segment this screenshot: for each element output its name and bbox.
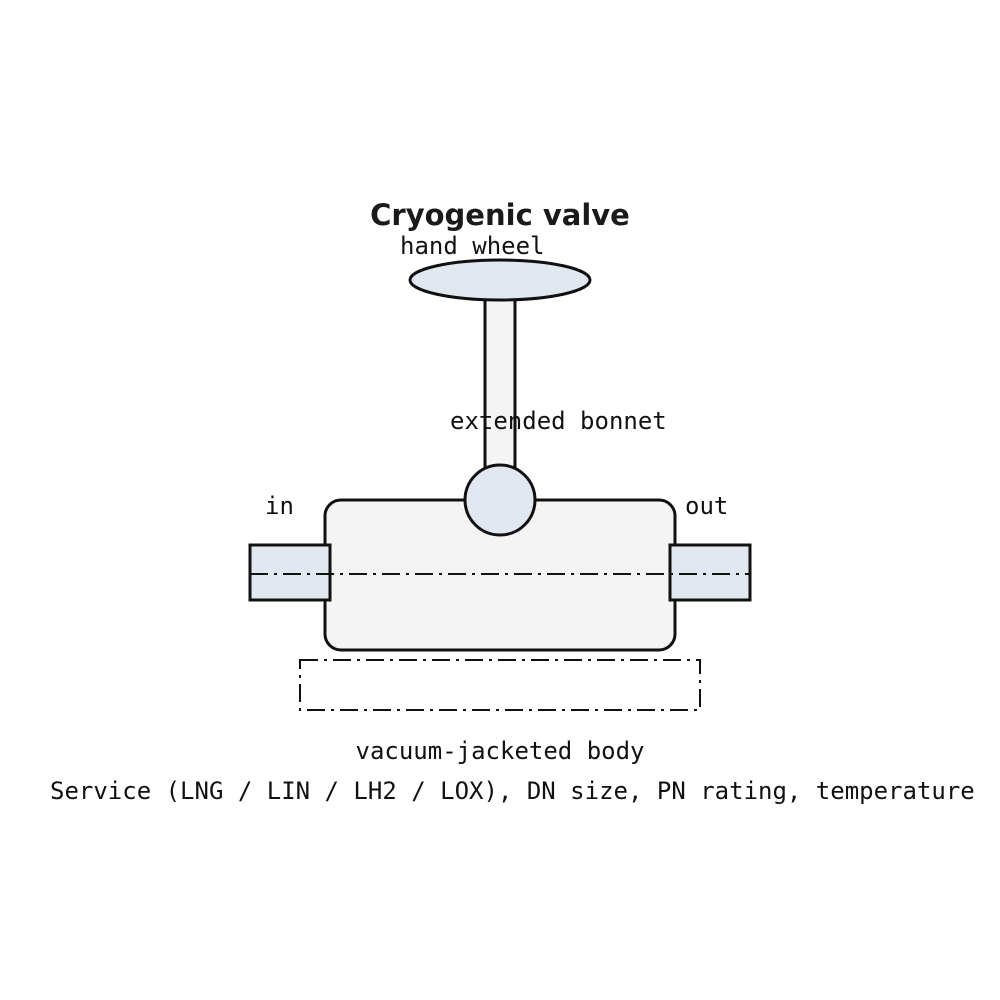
extended-bonnet (483, 294, 517, 476)
vacuum-jacket-outline (299, 659, 701, 711)
outlet-label: out (685, 492, 728, 520)
service-note: Service (LNG / LIN / LH2 / LOX), DN size… (50, 777, 975, 805)
outlet-flange (668, 543, 752, 602)
diagram-title: Cryogenic valve (370, 198, 630, 232)
hand-wheel (408, 258, 592, 302)
bonnet-joint (463, 463, 537, 537)
extended-bonnet-label: extended bonnet (450, 407, 667, 435)
hand-wheel-label: hand wheel (400, 232, 545, 260)
inlet-label: in (265, 492, 294, 520)
inlet-flange (248, 543, 332, 602)
vacuum-jacket-label: vacuum-jacketed body (356, 737, 645, 765)
